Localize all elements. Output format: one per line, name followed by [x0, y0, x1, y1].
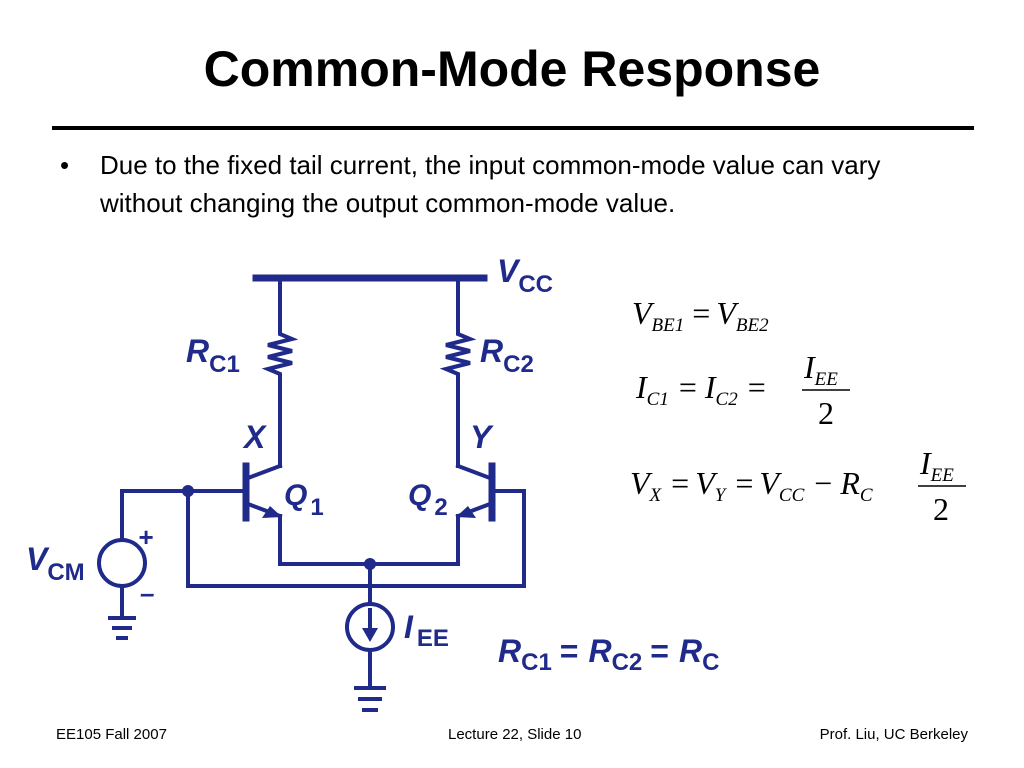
equation-ic-numerator: IEE: [803, 349, 838, 390]
circuit-schematic: [97, 274, 526, 712]
resistor-rc1: [261, 326, 299, 380]
equation-vx: VX=VY=VCC−RC: [630, 465, 873, 506]
q1-emitter-arrow-icon: [262, 506, 282, 518]
footer-author: Prof. Liu, UC Berkeley: [819, 726, 968, 743]
resistor-relation: RC1=RC2=RC: [498, 633, 719, 676]
equation-ic: IC1=IC2=: [635, 369, 766, 410]
rc2-label: RC2: [480, 333, 534, 378]
equation-ic-denominator: 2: [818, 395, 834, 431]
slide-title: Common-Mode Response: [203, 41, 821, 97]
junction-dot-emitter: [364, 558, 376, 570]
vcc-label: VCC: [497, 253, 553, 298]
q1-collector-leg: [245, 463, 283, 481]
bullet-text: Due to the fixed tail current, the input…: [100, 150, 881, 218]
footer-course: EE105 Fall 2007: [56, 726, 167, 743]
equation-vx-denominator: 2: [933, 491, 949, 527]
title-divider: [52, 126, 974, 130]
bullet-icon: •: [60, 150, 70, 180]
node-y-label: Y: [470, 419, 494, 455]
rc1-label: RC1: [186, 333, 240, 378]
equation-vx-numerator: IEE: [919, 445, 954, 486]
tail-arrow-head-icon: [362, 628, 378, 642]
source-plus-label: +: [138, 522, 153, 552]
footer-slide-number: Lecture 22, Slide 10: [448, 726, 582, 743]
junction-dot-base: [182, 485, 194, 497]
equation-vbe: VBE1=VBE2: [632, 295, 769, 336]
q2-collector-leg: [455, 463, 493, 481]
resistor-rc2: [439, 326, 477, 380]
vcm-label: VCM: [26, 541, 85, 586]
wire-base-loop: [186, 489, 526, 588]
node-x-label: X: [242, 419, 267, 455]
source-minus-label: –: [140, 578, 154, 608]
q2-emitter-arrow-icon: [456, 506, 476, 518]
